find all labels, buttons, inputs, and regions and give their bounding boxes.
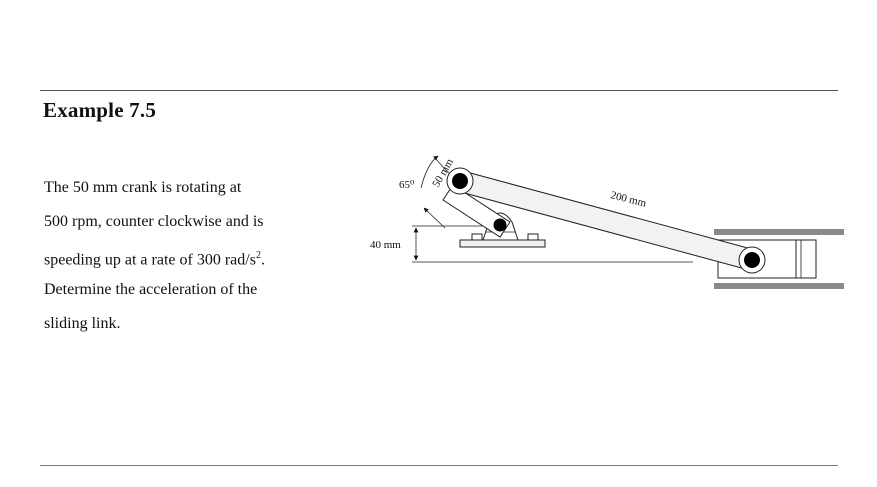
problem-line-1: The 50 mm crank is rotating at (44, 179, 242, 196)
crank-pin (452, 173, 468, 189)
slider-end-cap (795, 239, 817, 279)
ground-pivot-pin (493, 218, 507, 232)
base-plate (459, 239, 546, 248)
top-divider (40, 90, 838, 91)
problem-line-3-end: . (260, 251, 265, 269)
angle-label: 65⁰ (399, 179, 415, 191)
height-label: 40 mm (370, 239, 401, 251)
crank-body (442, 184, 511, 238)
crank-dimension-line (423, 207, 446, 229)
right-bolt (527, 233, 539, 241)
lower-guide-rail (714, 283, 844, 289)
reference-lines (412, 155, 693, 263)
problem-line-3-superscript: 2 (255, 250, 261, 261)
rod-length-label: 200 mm (609, 189, 648, 210)
left-bolt (471, 233, 483, 241)
upper-guide-rail (714, 229, 844, 235)
problem-line-5: sliding link. (44, 315, 121, 332)
problem-line-4: Determine the acceleration of the (44, 281, 258, 298)
problem-line-3: speeding up at a rate of 300 rad/s2. (44, 246, 364, 280)
example-title: Example 7.5 (43, 98, 157, 122)
problem-statement: The 50 mm crank is rotating at 500 rpm, … (44, 178, 364, 348)
angle-arc (420, 155, 439, 189)
pins (446, 167, 766, 274)
problem-line-3-text: speeding up at a rate of 300 rad/s (44, 251, 256, 269)
bottom-divider (40, 465, 838, 466)
slider-pin (744, 252, 760, 268)
problem-line-2: 500 rpm, counter clockwise and is (44, 213, 264, 230)
crank (442, 184, 511, 238)
slider-assembly (714, 229, 844, 289)
